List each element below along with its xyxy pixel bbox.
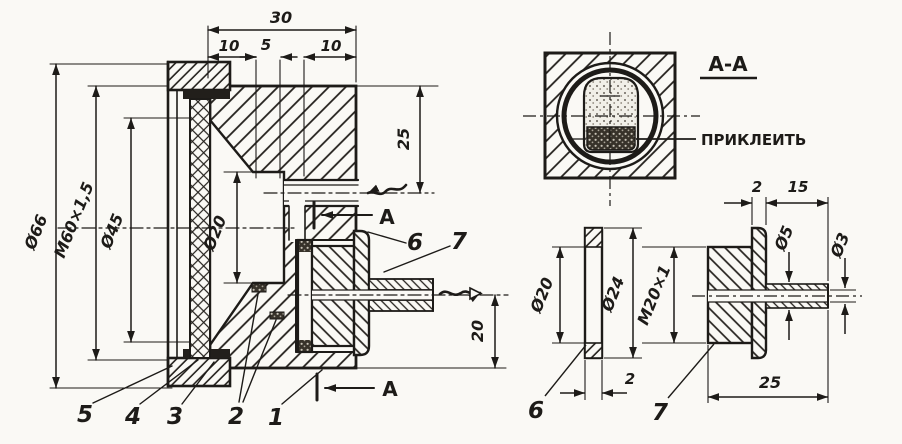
dim-total-width-label: 30	[270, 8, 292, 27]
leader-callout-6	[367, 231, 407, 244]
part-7-detail-label: 7	[652, 400, 668, 426]
leader-part-7-detail	[667, 343, 715, 399]
dim-stem-length-label: 15	[788, 178, 809, 196]
gasket-part-2a	[251, 283, 267, 293]
ring-nut-top	[166, 60, 232, 92]
leader-part-2b	[242, 319, 277, 403]
part-6-detail-label: 6	[528, 398, 544, 424]
part-3-label: 3	[167, 404, 183, 430]
dim-nipple-height-label: 20	[468, 320, 487, 342]
disk-rim-top	[584, 227, 603, 248]
flow-in-arrow	[366, 183, 408, 196]
dim-stem-dia-label: Ø5	[770, 223, 797, 254]
section-arrow-top: А	[312, 200, 395, 230]
leader-part-3	[181, 361, 215, 405]
dim-hole-dia-label: Ø3	[826, 230, 853, 261]
part-4-label: 4	[124, 404, 141, 430]
section-letter-bottom: А	[382, 377, 398, 401]
callout-6-label: 6	[407, 230, 423, 256]
section-letter-top: А	[379, 205, 395, 229]
vertical-channel	[289, 200, 305, 242]
dim-tube-depth-label: 25	[394, 128, 413, 150]
dim-disk-thickness-label: 2	[625, 370, 635, 388]
dim-thread-detail-label: M20×1	[633, 262, 674, 327]
leader-part-5	[92, 365, 173, 404]
dim-outer-dia-label: Ø66	[20, 212, 51, 253]
stem-bottom-wall-main	[368, 299, 434, 312]
leader-part-4	[139, 359, 199, 405]
dim-seg-mid-label: 5	[261, 36, 271, 54]
gasket-part-2b	[269, 311, 285, 320]
stem-top-wall-main	[368, 278, 434, 291]
leader-part-2a	[238, 293, 259, 403]
glue-spot-bottom	[299, 340, 311, 351]
leader-callout-7	[383, 245, 451, 273]
detail-view: Ø20 Ø24 M20×1 2 15 Ø5 Ø3 2	[526, 178, 862, 426]
dim-inner-dia-label: Ø20	[526, 275, 557, 316]
section-title: А-А	[708, 52, 748, 76]
part-1-label: 1	[268, 405, 284, 431]
dim-rim-label: 2	[752, 178, 762, 196]
glued-disk-segment	[586, 126, 636, 151]
press-ring-part-3-top	[183, 90, 230, 99]
callout-7-label: 7	[451, 229, 467, 255]
flow-out-arrow-second-head	[469, 286, 483, 301]
disk-rim-bottom	[584, 342, 603, 359]
dim-seg-left-label: 10	[219, 37, 240, 55]
dim-total-length-label: 25	[759, 373, 781, 392]
leader-part-1	[281, 369, 323, 405]
section-view-aa: А-А ПРИКЛЕИТЬ	[523, 32, 806, 206]
glue-spot-top	[299, 241, 311, 252]
dim-thread-label: M60×1,5	[50, 179, 98, 260]
leader-part-6-detail	[544, 344, 587, 397]
part-5-label: 5	[77, 402, 93, 428]
glue-note-label: ПРИКЛЕИТЬ	[701, 131, 806, 149]
dim-reflector-dia-label: Ø45	[96, 211, 127, 252]
part-2-label: 2	[228, 404, 244, 430]
dim-seg-right-label: 10	[321, 37, 342, 55]
main-view: 30 10 5 10 25 20 Ø66 M60×1,5 Ø45 Ø20 5 4…	[20, 8, 509, 431]
disk-part-6-main	[296, 238, 314, 354]
section-arrow-bottom: А	[315, 372, 398, 402]
